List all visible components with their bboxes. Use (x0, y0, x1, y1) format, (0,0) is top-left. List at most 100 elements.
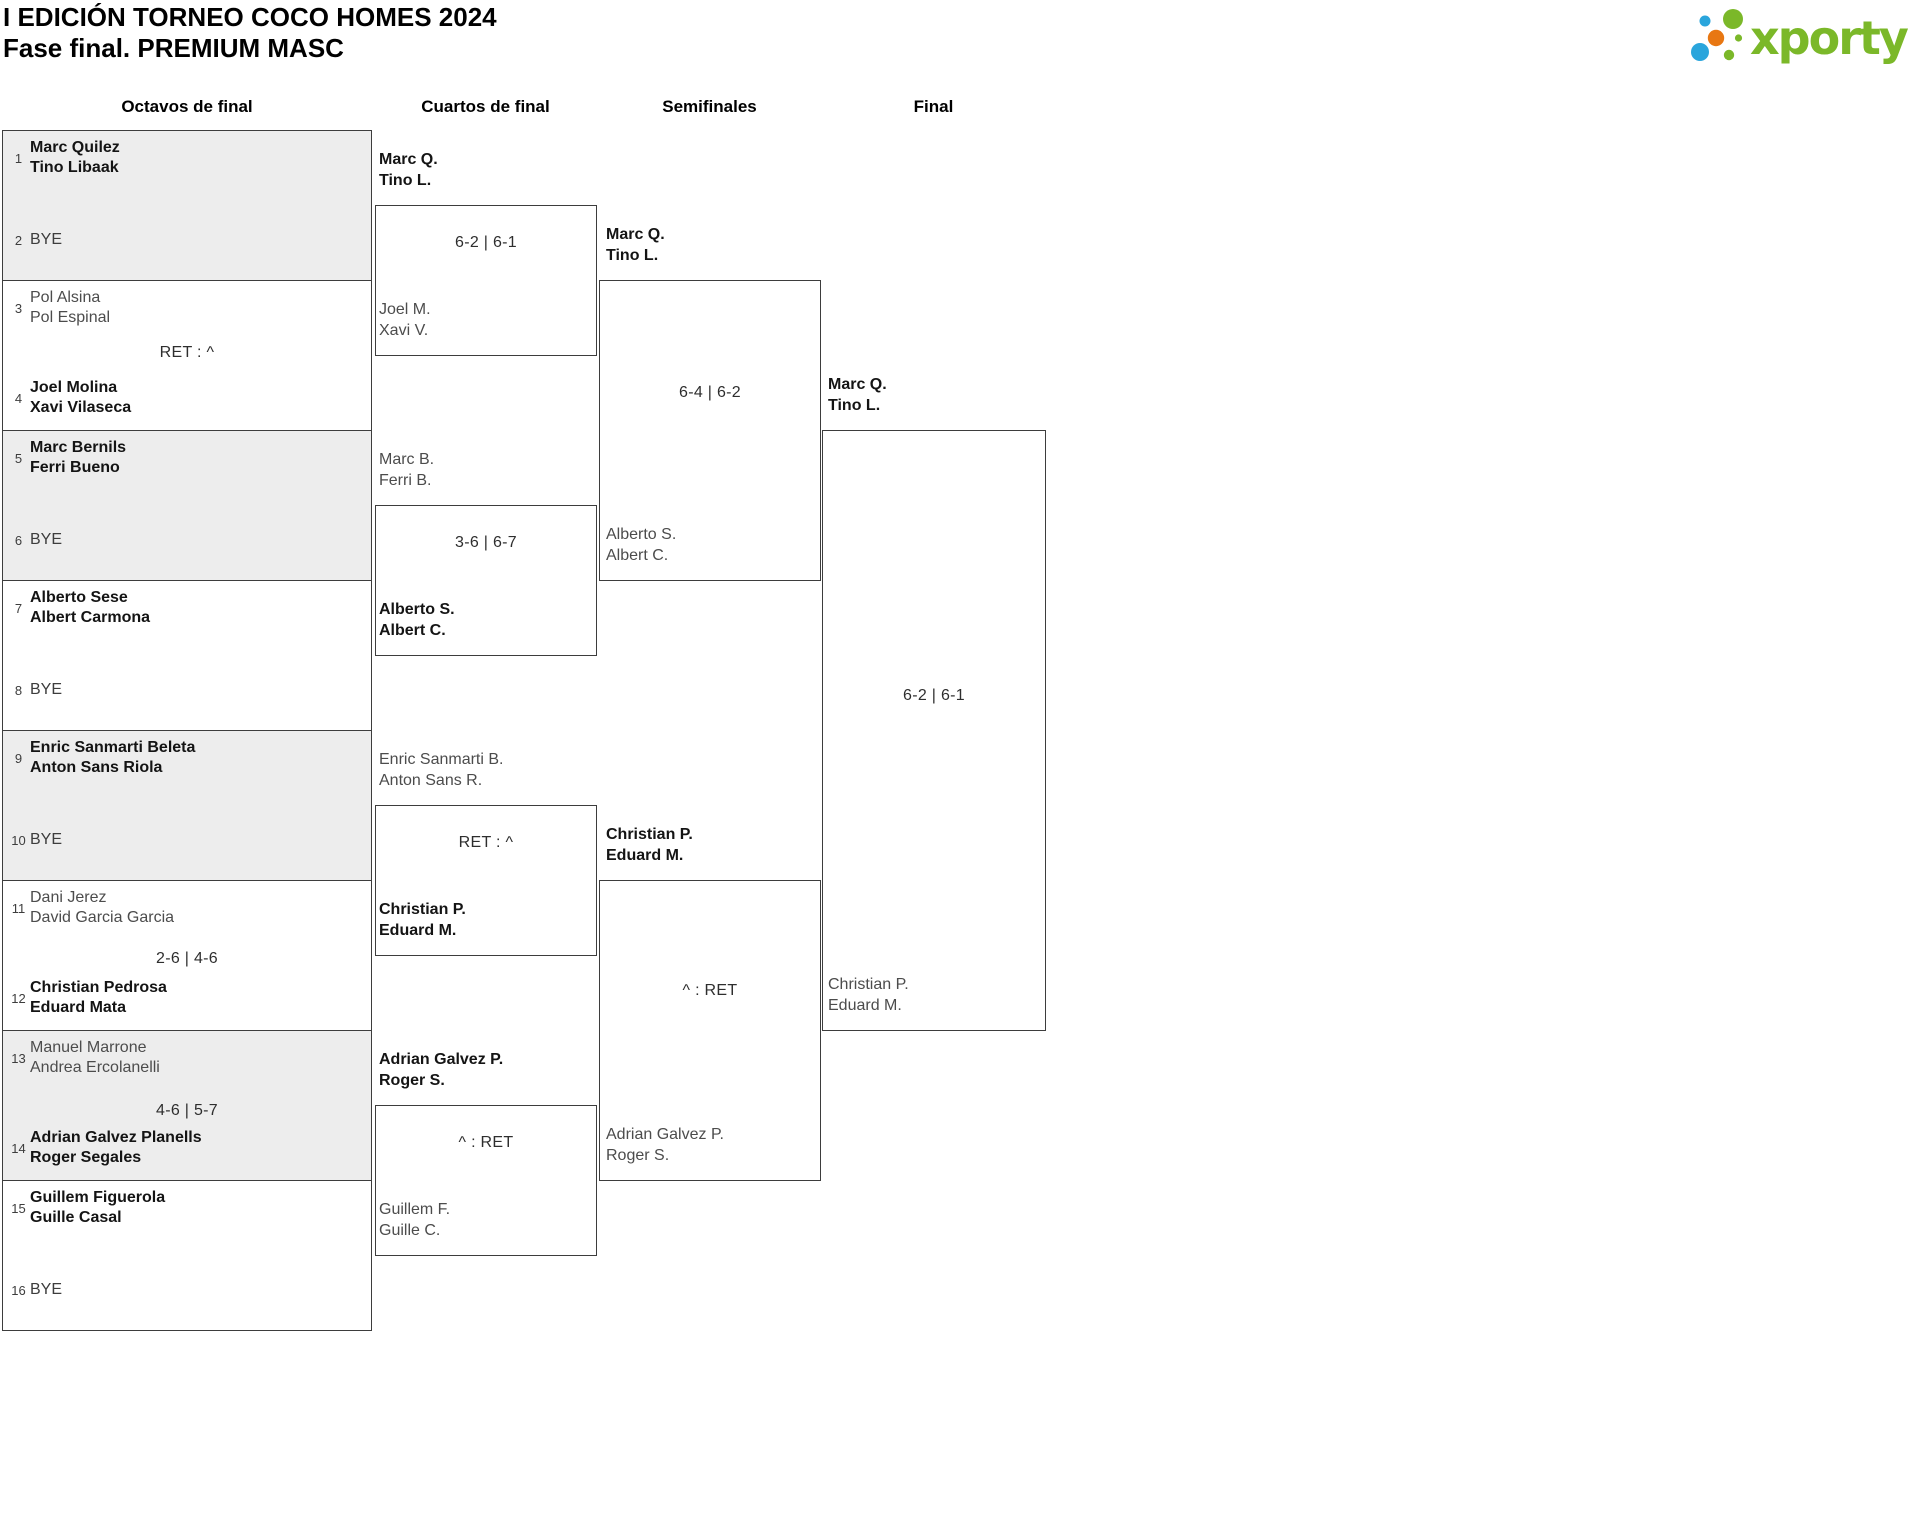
round-header-octavos: Octavos de final (121, 97, 253, 116)
name-line: Anton Sans Riola (30, 759, 163, 776)
participant-name: Alberto Sese Albert Carmona (28, 588, 150, 628)
name-line: Eduard M. (606, 847, 684, 864)
seed-number: 10 (11, 832, 26, 848)
name-line: Adrian Galvez P. (379, 1051, 504, 1068)
name-line: Christian Pedrosa (30, 979, 167, 996)
seed-number: 5 (14, 450, 23, 466)
name-line: Christian P. (828, 976, 909, 993)
name-line: Eduard M. (828, 997, 902, 1014)
participant: 14 Adrian Galvez Planells Roger Segales (9, 1128, 202, 1168)
participant-name: Enric Sanmarti Beleta Anton Sans Riola (28, 738, 195, 778)
octavos-match-6: 11 Dani Jerez David Garcia Garcia 2-6 | … (2, 880, 372, 1031)
octavos-match-2: 3 Pol Alsina Pol Espinal RET : ^ 4 Joel … (2, 280, 372, 431)
page-title: I EDICIÓN TORNEO COCO HOMES 2024 (3, 2, 497, 32)
seed-number: 9 (14, 750, 23, 766)
name-line: Guille Casal (30, 1209, 122, 1226)
round-header-cuartos: Cuartos de final (421, 97, 550, 116)
name-line: Tino L. (828, 397, 881, 414)
seed-number: 2 (14, 232, 23, 248)
seed-number: 1 (14, 150, 23, 166)
seed-number: 7 (14, 600, 23, 616)
name-line: Dani Jerez (30, 889, 107, 906)
participant-label: Alberto S. Albert C. (379, 599, 455, 641)
bye-label: BYE (30, 1281, 63, 1298)
name-line: Pol Alsina (30, 289, 101, 306)
participant: 6 BYE (9, 530, 62, 550)
match-score: 3-6 | 6-7 (455, 534, 517, 551)
seed-number: 11 (11, 900, 26, 916)
participant: 9 Enric Sanmarti Beleta Anton Sans Riola (9, 738, 196, 778)
name-line: Ferri Bueno (30, 459, 120, 476)
seed-number: 8 (14, 682, 23, 698)
name-line: Eduard M. (379, 922, 457, 939)
octavos-match-3: 5 Marc Bernils Ferri Bueno 6 BYE (2, 430, 372, 581)
bye-label: BYE (30, 531, 63, 548)
participant: 13 Manuel Marrone Andrea Ercolanelli (9, 1038, 160, 1078)
round-header-semifinales: Semifinales (662, 97, 757, 116)
cuartos-match-3: RET : ^ (375, 805, 597, 956)
cuartos-match-4: ^ : RET (375, 1105, 597, 1256)
bye-label: BYE (30, 231, 63, 248)
name-line: Marc Q. (379, 151, 438, 168)
name-line: Marc Q. (828, 376, 887, 393)
octavos-match-4: 7 Alberto Sese Albert Carmona 8 BYE (2, 580, 372, 731)
name-line: Pol Espinal (30, 309, 111, 326)
logo-dot (1734, 34, 1743, 42)
match-score: RET : ^ (458, 834, 514, 851)
name-line: Marc B. (379, 451, 435, 468)
participant-label: Marc Q. Tino L. (828, 374, 887, 416)
logo-dot (1723, 9, 1743, 29)
name-line: Guillem Figuerola (30, 1189, 166, 1206)
match-score: ^ : RET (458, 1134, 514, 1151)
final-match: 6-2 | 6-1 (822, 430, 1046, 1031)
seed-number: 12 (11, 990, 26, 1006)
name-line: Marc Bernils (30, 439, 127, 456)
participant-label: Joel M. Xavi V. (379, 299, 431, 341)
name-line: David Garcia Garcia (30, 909, 175, 926)
match-score: 6-2 | 6-1 (455, 234, 517, 251)
octavos-match-8: 15 Guillem Figuerola Guille Casal 16 BYE (2, 1180, 372, 1331)
name-line: Tino Libaak (30, 159, 119, 176)
participant-label: Christian P. Eduard M. (606, 824, 693, 866)
participant-name: Marc Bernils Ferri Bueno (28, 438, 126, 478)
bye-label: BYE (30, 681, 63, 698)
participant-label: Christian P. Eduard M. (828, 974, 909, 1016)
participant-label: Adrian Galvez P. Roger S. (379, 1049, 503, 1091)
logo-dot (1707, 29, 1725, 47)
match-score: RET : ^ (159, 344, 215, 361)
name-line: Christian P. (606, 826, 693, 843)
participant-name: Adrian Galvez Planells Roger Segales (28, 1128, 202, 1168)
name-line: Christian P. (379, 901, 466, 918)
name-line: Guillem F. (379, 1201, 451, 1218)
octavos-match-7: 13 Manuel Marrone Andrea Ercolanelli 4-6… (2, 1030, 372, 1181)
name-line: Tino L. (606, 247, 659, 264)
participant-name: Manuel Marrone Andrea Ercolanelli (28, 1038, 160, 1078)
name-line: Andrea Ercolanelli (30, 1059, 160, 1076)
participant: 4 Joel Molina Xavi Vilaseca (9, 378, 131, 418)
seed-number: 3 (14, 300, 23, 316)
name-line: Alberto S. (379, 601, 455, 618)
page-subtitle: Fase final. PREMIUM MASC (3, 33, 344, 63)
xporty-logo: xporty (1691, 9, 1911, 65)
seed-number: 14 (11, 1140, 26, 1156)
seed-number: 15 (11, 1200, 26, 1216)
participant-name: Pol Alsina Pol Espinal (28, 288, 110, 328)
logo-dot (1723, 49, 1735, 61)
match-score: 6-2 | 6-1 (903, 687, 965, 704)
name-line: Alberto S. (606, 526, 677, 543)
participant-label: Marc Q. Tino L. (606, 224, 665, 266)
participant-name: Christian Pedrosa Eduard Mata (28, 978, 167, 1018)
logo-dot (1691, 43, 1709, 61)
name-line: Alberto Sese (30, 589, 128, 606)
match-score: ^ : RET (682, 982, 738, 999)
cuartos-match-2: 3-6 | 6-7 (375, 505, 597, 656)
octavos-match-1: 1 Marc Quilez Tino Libaak 2 BYE (2, 130, 372, 281)
semifinal-match-1: 6-4 | 6-2 (599, 280, 821, 581)
name-line: Enric Sanmarti B. (379, 751, 504, 768)
name-line: Albert Carmona (30, 609, 151, 626)
logo-dot (1699, 15, 1711, 27)
name-line: Joel M. (379, 301, 431, 318)
octavos-match-5: 9 Enric Sanmarti Beleta Anton Sans Riola… (2, 730, 372, 881)
participant-label: Guillem F. Guille C. (379, 1199, 450, 1241)
